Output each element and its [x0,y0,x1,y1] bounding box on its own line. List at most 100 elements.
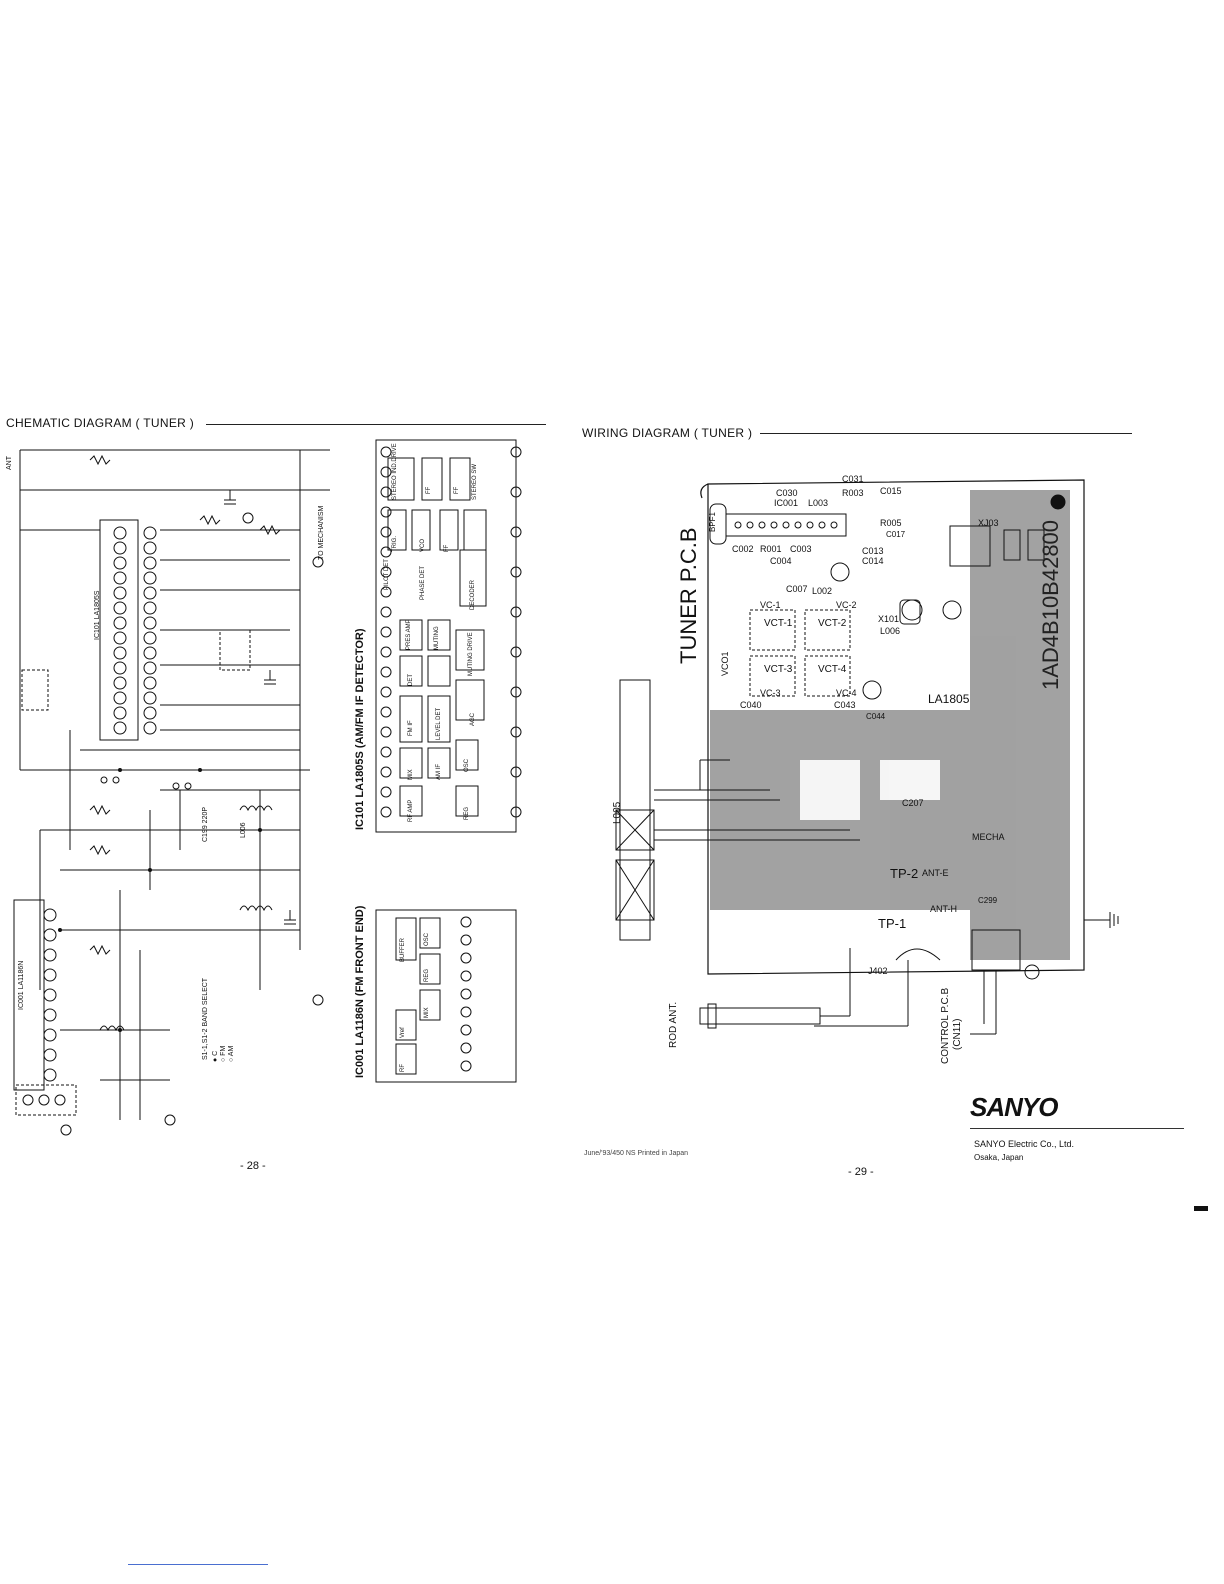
company-city: Osaka, Japan [974,1153,1024,1162]
block-reg-fe: REG [424,968,430,982]
l006-label: L006 [240,822,247,838]
block-rf-amp: RF AMP [408,799,414,822]
block-det: DET [408,674,414,686]
comp-c043: C043 [834,700,856,710]
vco1-label: VCO1 [720,651,730,676]
block-ff-2: FF [454,486,460,494]
trim-vc1: VC-1 [760,600,781,610]
block-fm-if: FM IF [408,720,414,736]
wiring-diagram [615,479,1119,1035]
comp-r003: R003 [842,488,864,498]
comp-l003: L003 [808,498,829,508]
trim-vc4: VC-4 [836,688,857,698]
block-buffer: BUFFER [400,938,406,962]
comp-c207: C207 [902,798,924,808]
control-pcb-label: CONTROL P.C.B [940,987,951,1064]
page-number-right: - 29 - [848,1166,874,1178]
bottom-marker [1194,1206,1208,1211]
block-osc-fe: OSC [424,932,430,946]
block-muting-drive: MUTING DRIVE [468,632,474,676]
ic101-blocks: STEREO IND.DRIVE FF FF TRIG. FF VCO PILO… [380,440,520,840]
comp-c031: C031 [842,474,864,484]
comp-c013: C013 [862,546,884,556]
cn11-label: (CN11) [952,1018,963,1050]
block-level-det: LEVEL DET [436,707,442,740]
ant-label: ANT [6,456,13,470]
block-vref: Vref [400,1027,406,1038]
trim-vct2: VCT-2 [818,618,847,629]
ic001-blocks: BUFFER OSC REG MIX Vref RF [380,910,520,1090]
wiring-title-rule [760,433,1132,434]
tp1-label: TP-1 [878,916,907,931]
c199-label: C199 220P [202,806,209,842]
block-muting: MUTING [434,626,440,650]
ic001-label: IC001 LA1186N (FM FRONT END) [354,905,366,1078]
j402-label: J402 [868,966,888,976]
comp-c002: C002 [732,544,754,554]
block-pilot-det: PILOT DET [384,559,390,590]
trim-vc2: VC-2 [836,600,857,610]
comp-l006: L006 [880,626,901,636]
comp-xj03: XJ03 [978,518,999,528]
pcb-code-label: 1AD4B10B42800 [1038,519,1063,690]
sanyo-logo: SANYO [970,1092,1058,1122]
mecha-label: MECHA [972,832,1005,842]
page-number-left: - 28 - [240,1160,266,1172]
block-rf-fe: RF [400,1064,406,1072]
l005-label: L005 [612,801,623,824]
trim-vct4: VCT-4 [818,664,847,675]
comp-x101: X101 [878,614,900,624]
brand-rule [970,1128,1184,1129]
band-select-title: S1-1,S1-2 BAND SELECT [202,977,209,1060]
tp2-label: TP-2 [890,866,919,881]
comp-c014: C014 [862,556,884,566]
comp-c003: C003 [790,544,812,554]
block-trig: TRIG. [392,536,398,552]
trim-vct3: VCT-3 [764,664,793,675]
rod-ant-label: ROD ANT. [668,1001,679,1048]
block-stereo-sw: STEREO SW [472,463,478,500]
block-agc: AGC [470,712,476,726]
comp-r001: R001 [760,544,782,554]
block-reg: REG [464,806,470,820]
company-name: SANYO Electric Co., Ltd. [974,1139,1075,1149]
comp-c015: C015 [880,486,902,496]
bpf1-label: BPF1 [708,511,717,532]
comp-c017: C017 [886,530,906,539]
print-info: June/'93/450 NS Printed in Japan [584,1150,689,1157]
block-ff-1: FF [426,486,432,494]
band-option-am: ○ AM [228,1045,235,1062]
comp-c044: C044 [866,712,886,721]
block-osc: OSC [464,758,470,772]
trim-vc3: VC-3 [760,688,781,698]
to-mechanism-label: TO MECHANISM [318,505,325,560]
comp-l002: L002 [812,586,833,596]
ant-h-label: ANT-H [930,904,957,914]
comp-c299: C299 [978,896,998,905]
block-mix-fe: MIX [424,1007,430,1018]
la1805-label: LA1805 [928,692,970,706]
block-pres-amp: PRES AMP [406,619,412,650]
wiring-title: WIRING DIAGRAM ( TUNER ) [582,426,753,440]
block-vco: VCO [420,538,426,552]
schematic-title-rule [206,424,546,425]
band-option-fm: ○ FM [220,1045,227,1062]
ant-e-label: ANT-E [922,868,949,878]
ic001-side-label: IC001 LA1186N [18,960,25,1010]
block-stereo-ind-drive: STEREO IND.DRIVE [392,443,398,500]
comp-c040: C040 [740,700,762,710]
ic001-pcb-label: IC001 [774,498,799,508]
ic101-label: IC101 LA1805S (AM/FM IF DETECTOR) [354,628,366,831]
block-ff-3: FF [444,544,450,552]
comp-r005: R005 [880,518,902,528]
trim-vct1: VCT-1 [764,618,793,629]
block-decoder: DECODER [470,579,476,610]
comp-c030: C030 [776,488,798,498]
schematic-title: CHEMATIC DIAGRAM ( TUNER ) [6,416,195,430]
block-phase-det: PHASE DET [420,565,426,600]
bottom-link-underline [128,1564,268,1565]
tuner-pcb-label: TUNER P.C.B [676,527,701,664]
block-am-if: AM IF [436,764,442,780]
ic101-side-label: IC101 LA1805S [94,590,101,640]
comp-c004: C004 [770,556,792,566]
